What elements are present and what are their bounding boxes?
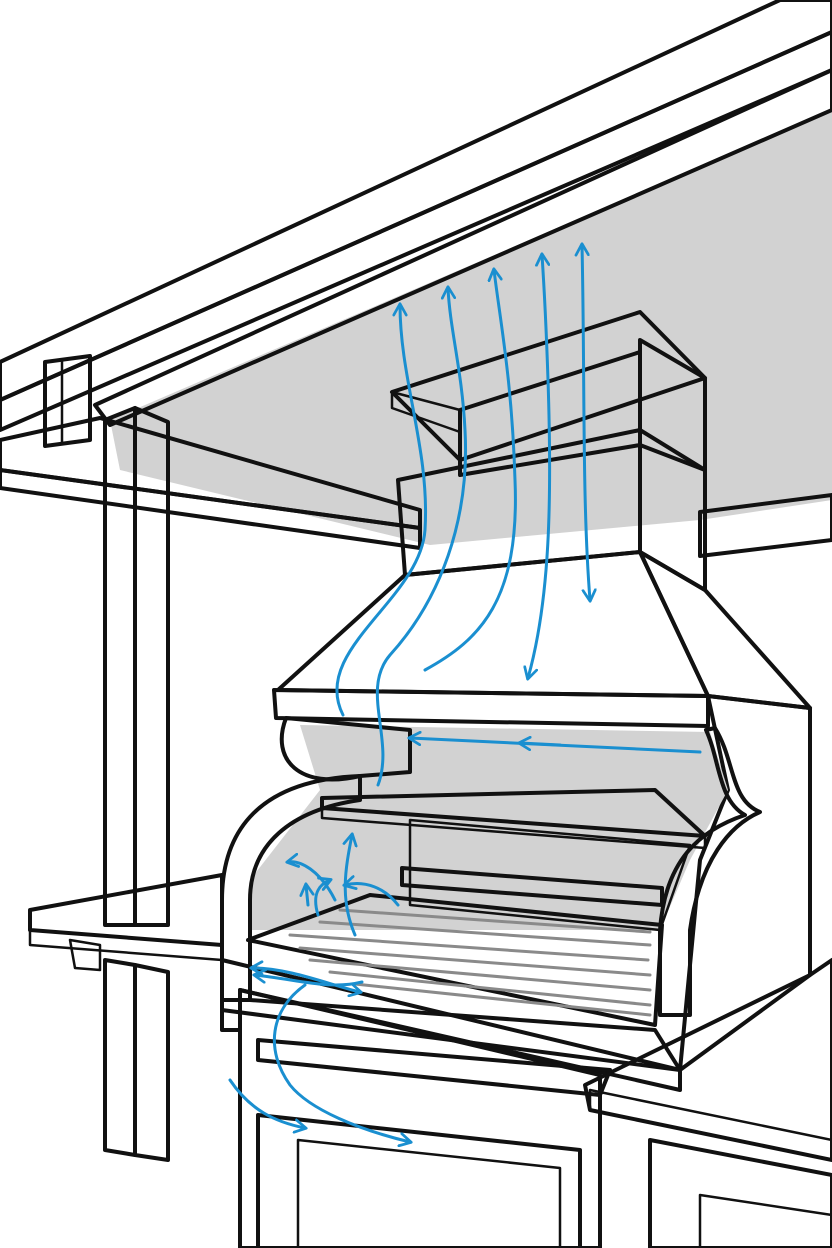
housing-right-scroll: [658, 726, 762, 1017]
countertop-left-edge: [28, 928, 224, 962]
countertop-right: [583, 958, 832, 1162]
left-cabinet-post: [103, 958, 137, 1157]
cabinet-vent-slot: [256, 1038, 612, 1097]
airflow-grate-rise-3: [314, 880, 330, 917]
airflow-intake-cross: [255, 975, 364, 987]
ceiling-underside: [110, 110, 832, 545]
hood-slope-side: [638, 550, 812, 710]
corbel: [68, 938, 102, 972]
airflow-exhaust-5: [582, 245, 590, 600]
airflow-arrows: [228, 245, 702, 1142]
cabinet-door-right: [648, 1138, 832, 1248]
airflow-exhaust-4: [528, 255, 552, 678]
airflow-grate-rise-4: [345, 884, 400, 907]
airflow-horizontal-mid-marker: [520, 743, 562, 745]
cabinet-door-right-inset: [698, 1193, 832, 1248]
airflow-intake-down: [272, 983, 410, 1142]
airflow-exhaust-3: [423, 270, 517, 672]
heat-deflector: [400, 866, 664, 907]
countertop-left: [28, 873, 224, 947]
roof-fascia-underside: [0, 30, 832, 432]
upper-shelf-edge: [320, 806, 707, 850]
cabinet-frame: [238, 988, 602, 1248]
base-cabinets: [68, 938, 832, 1248]
patio-roof: [0, 0, 832, 558]
roof-fascia-front: [0, 0, 832, 402]
countertop-right-edge: [588, 1088, 832, 1162]
hood-slope-front: [276, 550, 710, 698]
cross-beam-top: [0, 416, 422, 530]
airflow-grate-rise-5: [306, 885, 308, 907]
grate-bars: [288, 908, 652, 1017]
airflow-intake-lower: [228, 1078, 305, 1128]
cabinet-door-left: [256, 1113, 582, 1248]
hood-rim-front: [272, 688, 710, 728]
beam-bracket-side: [60, 354, 92, 446]
airflow-exhaust-2: [375, 288, 468, 787]
cooking-grate: [246, 893, 664, 1027]
grill-housing: [220, 694, 812, 1072]
support-post: [103, 406, 170, 927]
post-side: [133, 406, 170, 927]
cabinet-door-left-inset: [296, 1138, 562, 1248]
left-cabinet-post-side: [133, 963, 170, 1162]
airflow-grate-rise-2: [288, 862, 337, 902]
right-beam: [698, 493, 832, 558]
airflow-exhaust-1: [335, 305, 428, 717]
